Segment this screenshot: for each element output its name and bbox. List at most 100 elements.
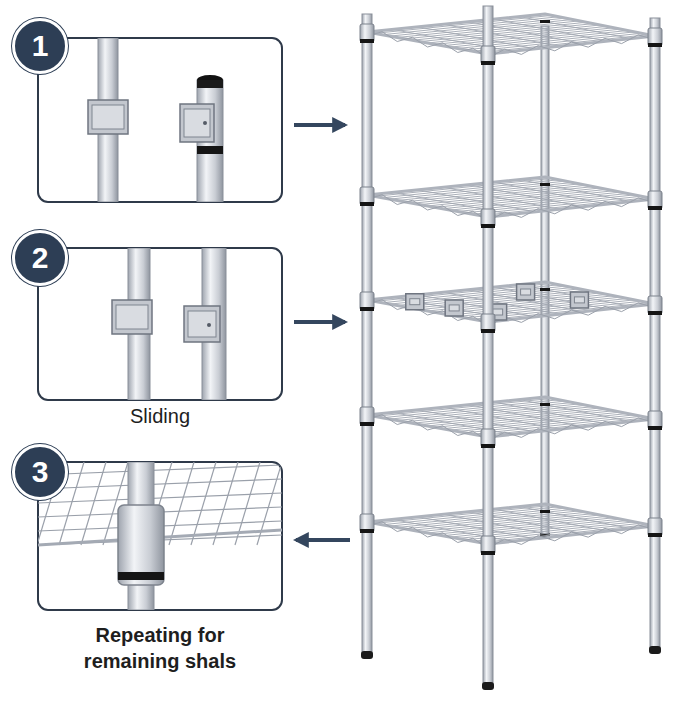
truss bbox=[367, 195, 655, 221]
wire-shelf bbox=[367, 504, 655, 548]
black-ring bbox=[648, 206, 662, 210]
clip-face bbox=[184, 109, 210, 137]
caption-label: Sliding bbox=[60, 403, 260, 429]
wire bbox=[38, 479, 282, 489]
clip-bracket bbox=[445, 300, 463, 316]
black-ring bbox=[481, 61, 495, 65]
caption-label: Repeating for remaining shals bbox=[60, 622, 260, 674]
pointer-arrow bbox=[294, 320, 345, 324]
shelf-frame bbox=[367, 504, 655, 544]
sleeve bbox=[648, 28, 662, 46]
black-ring bbox=[481, 444, 495, 448]
black-ring bbox=[360, 422, 374, 426]
wire bbox=[169, 462, 194, 545]
rivet bbox=[203, 121, 207, 125]
black-ring bbox=[481, 551, 495, 555]
sleeve bbox=[481, 46, 495, 64]
truss bbox=[367, 522, 655, 548]
black-ring bbox=[540, 510, 550, 513]
clip-face bbox=[449, 305, 459, 311]
clip-face bbox=[188, 311, 216, 337]
sleeve bbox=[360, 407, 374, 425]
wire-shelf bbox=[367, 397, 655, 441]
sleeve bbox=[648, 518, 662, 536]
black-ring bbox=[481, 224, 495, 228]
callout-circle: 2 bbox=[12, 230, 68, 286]
shelf-frame bbox=[367, 282, 655, 322]
clip-bracket bbox=[184, 306, 220, 342]
callout-circle: 3 bbox=[12, 444, 68, 500]
callout-circle: 1 bbox=[12, 18, 68, 74]
wire-shelf bbox=[367, 177, 655, 221]
panel-frame bbox=[38, 38, 282, 202]
black-ring bbox=[360, 202, 374, 206]
clip-bracket bbox=[180, 104, 214, 142]
sleeve bbox=[118, 505, 164, 585]
sleeve bbox=[648, 411, 662, 429]
sleeve bbox=[481, 429, 495, 447]
clip-bracket bbox=[570, 292, 588, 308]
pointer-arrow bbox=[296, 538, 350, 542]
black-ring bbox=[648, 43, 662, 47]
sleeve bbox=[360, 514, 374, 532]
pole-cap bbox=[197, 80, 223, 88]
black-ring bbox=[197, 146, 223, 154]
truss bbox=[367, 32, 655, 58]
shelf-frame bbox=[367, 397, 655, 437]
sleeve bbox=[481, 209, 495, 227]
black-ring bbox=[360, 529, 374, 533]
clip-bracket bbox=[406, 294, 424, 310]
black-ring bbox=[360, 39, 374, 43]
black-ring bbox=[540, 183, 550, 186]
callout-number: 2 bbox=[32, 243, 49, 273]
foot bbox=[649, 646, 661, 654]
black-ring bbox=[118, 572, 164, 580]
wire-shelf bbox=[367, 14, 655, 58]
black-ring bbox=[540, 288, 550, 291]
black-ring bbox=[648, 426, 662, 430]
shelf-unit bbox=[360, 6, 662, 690]
truss bbox=[367, 415, 655, 441]
panel-frame bbox=[38, 248, 282, 400]
panel-art bbox=[112, 248, 226, 400]
sleeve bbox=[360, 24, 374, 42]
wire bbox=[191, 462, 216, 545]
sleeve bbox=[648, 296, 662, 314]
wire bbox=[38, 493, 282, 503]
callout-number: 3 bbox=[32, 457, 49, 487]
wire bbox=[38, 465, 282, 475]
clip-face bbox=[92, 105, 124, 129]
sleeve bbox=[481, 314, 495, 332]
pointer-arrow bbox=[294, 123, 345, 127]
clip-bracket bbox=[517, 284, 535, 300]
foot bbox=[361, 651, 373, 659]
clip-face bbox=[521, 289, 531, 295]
clip-face bbox=[574, 297, 584, 303]
shelf-frame bbox=[367, 177, 655, 217]
sleeve bbox=[481, 536, 495, 554]
clip-face bbox=[116, 305, 148, 329]
clip-bracket bbox=[112, 300, 152, 334]
rivet bbox=[207, 323, 211, 327]
sleeve bbox=[360, 187, 374, 205]
foot bbox=[482, 682, 494, 690]
sleeve bbox=[360, 292, 374, 310]
pole bbox=[483, 6, 493, 686]
clip-bracket bbox=[88, 100, 128, 134]
callout-number: 1 bbox=[32, 31, 49, 61]
black-ring bbox=[540, 403, 550, 406]
black-ring bbox=[360, 307, 374, 311]
black-ring bbox=[648, 533, 662, 537]
panel-frame bbox=[38, 462, 282, 610]
black-ring bbox=[540, 20, 550, 23]
wire bbox=[81, 462, 106, 545]
black-ring bbox=[648, 311, 662, 315]
pole bbox=[650, 18, 660, 650]
shelf-frame bbox=[367, 14, 655, 54]
pole bbox=[362, 14, 372, 655]
sleeve bbox=[648, 191, 662, 209]
clip-face bbox=[410, 299, 420, 305]
black-ring bbox=[481, 329, 495, 333]
panel-art bbox=[38, 462, 282, 610]
